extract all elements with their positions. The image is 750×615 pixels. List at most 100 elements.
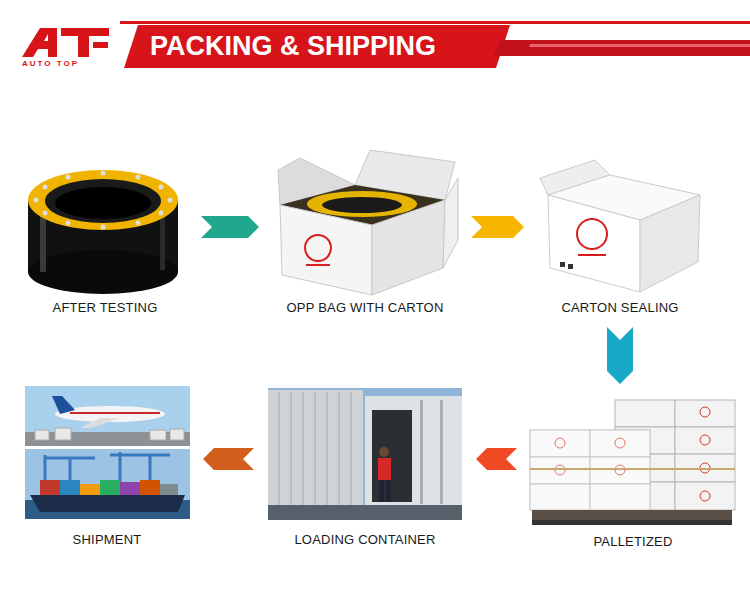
page-title: PACKING & SHIPPING (150, 31, 436, 62)
shipment-photo (45, 452, 170, 500)
shipment-photo (100, 480, 120, 495)
wheel-picture (101, 225, 106, 230)
step-caption: AFTER TESTING (53, 300, 158, 316)
sealed-carton-picture (568, 264, 573, 269)
wheel-picture (43, 185, 48, 190)
wheel-picture (101, 171, 106, 176)
wheel-picture (66, 175, 71, 180)
wheel-picture (159, 211, 164, 216)
container-photo (378, 458, 391, 480)
wheel-picture (28, 170, 178, 294)
step-caption: PALLETIZED (593, 534, 672, 550)
header-bar (120, 21, 750, 24)
header-bar (120, 21, 750, 68)
shipment-photo (70, 412, 160, 414)
wheel-picture (28, 170, 178, 230)
shipment-photo (25, 386, 190, 446)
shipment-photo (35, 430, 49, 440)
pallet-picture (700, 407, 710, 417)
container-photo (372, 410, 412, 502)
wheel-picture (159, 185, 164, 190)
wheel-picture (66, 221, 71, 226)
sealed-carton-picture (540, 160, 700, 292)
wheel-picture (136, 221, 141, 226)
shipment-photo (160, 484, 178, 495)
sealed-carton-picture (578, 254, 606, 256)
flow-arrow (471, 216, 524, 238)
open-carton-picture (372, 200, 445, 295)
process-step: CARTON SEALING (535, 148, 705, 316)
container-photo (379, 447, 389, 457)
container-photo (302, 392, 304, 510)
wheel-picture (55, 187, 151, 219)
wheel-picture (136, 175, 141, 180)
open-carton-picture (306, 264, 330, 266)
container-photo (314, 392, 316, 510)
shipment-photo (170, 429, 184, 440)
wheel-picture (168, 198, 173, 203)
pallet-picture (675, 427, 735, 454)
process-step: LOADING CONTAINER (265, 385, 465, 548)
shipment-photo (52, 396, 75, 414)
container-photo (326, 392, 328, 510)
company-logo (61, 28, 109, 36)
sealed-carton-picture (548, 195, 640, 292)
logo-text: AUTO TOP (22, 59, 79, 68)
company-logo (93, 42, 108, 48)
shipment-photo (60, 480, 80, 495)
shipment-photo (140, 480, 160, 495)
sealed-carton-picture (640, 195, 700, 292)
container-photo (268, 388, 462, 520)
open-carton-picture (322, 197, 402, 213)
company-logo (44, 34, 48, 41)
flow-arrow (201, 216, 259, 238)
shipment-photo (80, 484, 100, 495)
flow-arrow (607, 327, 633, 384)
shipment-photo (120, 482, 140, 495)
container-photo (278, 392, 280, 510)
company-logo (78, 36, 89, 57)
wheel-picture (40, 210, 46, 272)
container-photo (420, 400, 423, 504)
process-step: SHIPMENT (22, 382, 192, 548)
flow-arrow (203, 448, 254, 470)
step-caption: SHIPMENT (73, 532, 142, 548)
container-photo (290, 392, 292, 510)
company-logo (22, 28, 109, 57)
flow-arrow (476, 448, 517, 470)
wheel-picture (28, 250, 178, 294)
shipment-photo (55, 428, 71, 440)
container-photo (379, 480, 384, 502)
open-carton-picture (307, 191, 417, 217)
shipment-photo (80, 418, 120, 428)
process-step: AFTER TESTING (20, 160, 190, 316)
process-step: PALLETIZED (528, 395, 738, 550)
header-bar (494, 40, 750, 56)
header-bar (529, 44, 750, 47)
pallet-picture (532, 510, 732, 520)
container-photo (440, 400, 443, 504)
pallet-picture (700, 491, 710, 501)
pallet-picture (615, 400, 675, 427)
open-carton-picture (305, 235, 331, 261)
open-carton-picture (280, 205, 372, 295)
step-caption: OPP BAG WITH CARTON (287, 300, 444, 316)
header-bar (124, 25, 510, 68)
step-caption: LOADING CONTAINER (294, 532, 435, 548)
step-caption: CARTON SEALING (561, 300, 678, 316)
process-step: OPP BAG WITH CARTON (270, 148, 460, 316)
pallet-picture (532, 520, 732, 525)
open-carton-picture (278, 150, 458, 295)
pallet-picture (700, 435, 710, 445)
shipment-photo (25, 386, 190, 519)
shipment-photo (25, 449, 190, 519)
open-carton-picture (443, 178, 458, 268)
container-photo (268, 388, 462, 520)
sealed-carton-picture (560, 262, 565, 267)
pallet-picture (530, 468, 735, 470)
company-logo (22, 28, 57, 57)
container-photo (268, 390, 363, 512)
shipment-photo (30, 495, 185, 512)
pallet-picture (675, 482, 735, 510)
